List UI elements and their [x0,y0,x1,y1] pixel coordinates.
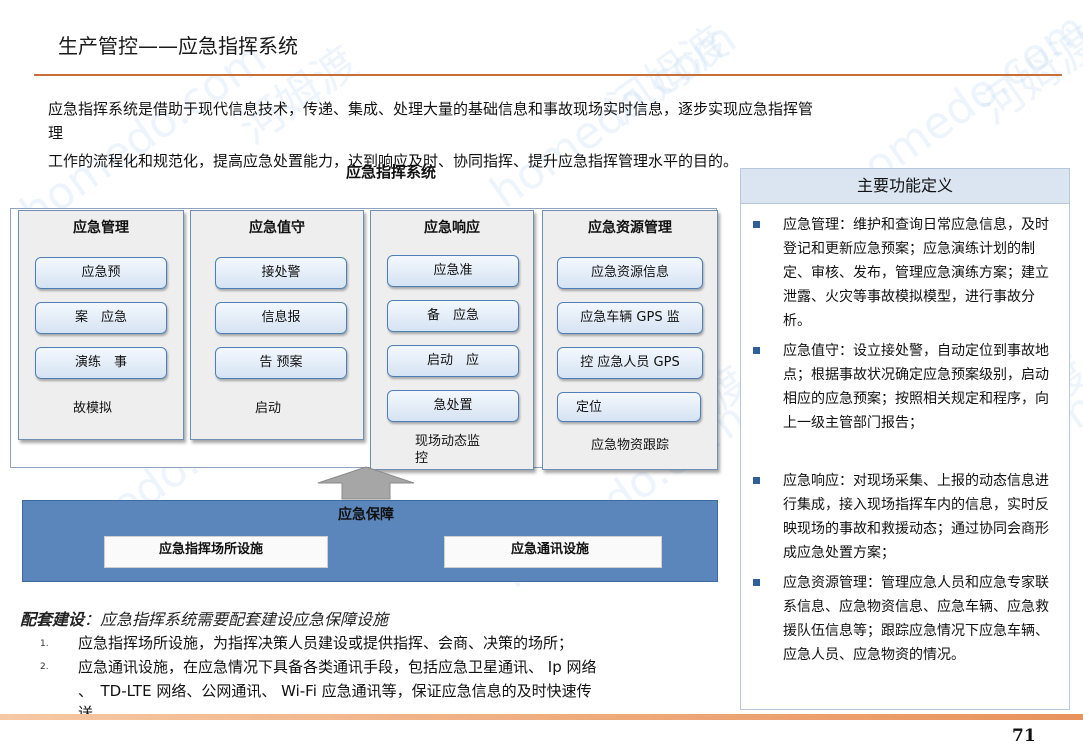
support-heading-bold: 配套建设 [20,610,85,629]
module-box: 应急预 [35,257,167,289]
module-box: 接处警 [215,257,347,289]
function-item: 应急响应：对现场采集、上报的动态信息进行集成，接入现场指挥车内的信息，实时反映现… [753,469,1059,565]
guarantee-item-box: 应急通讯设施 [444,536,662,568]
module-box: 信息报 [215,302,347,334]
intro-line: 工作的流程化和规范化，提高应急处置能力，达到响应及时、协同指挥、提升应急指挥管理… [48,152,739,170]
point-number: 1. [40,639,49,649]
support-point-line: 应急指挥场所设施，为指挥决策人员建设或提供指挥、会商、决策的场所； [78,634,574,652]
guarantee-title: 应急保障 [338,507,394,523]
page-title: 生产管控——应急指挥系统 [58,34,298,58]
function-text: 应急值守：设立接处警，自动定位到事故地点；根据事故状况确定应急预案级别，启动相应… [783,343,1049,431]
module-box: 应急准 [387,255,519,287]
function-item: 应急资源管理：管理应急人员和应急专家联系信息、应急物资信息、应急车辆、应急救援队… [753,571,1059,667]
support-point-line: 、 TD-LTE 网络、公网通讯、 Wi-Fi 应急通讯等，保证应急信息的及时快… [78,682,592,700]
bullet-square-icon [753,347,760,354]
footer-band [0,714,1083,720]
module-continuation: 现场动态监控 [415,434,481,466]
column-header: 应急资源管理 [588,220,672,236]
module-box: 备 应急 [387,300,519,332]
intro-line: 理 [48,124,64,142]
column-header: 应急管理 [73,220,129,236]
column-header: 应急响应 [424,220,480,236]
point-number: 2. [40,662,49,672]
module-box: 案 应急 [35,302,167,334]
functions-panel: 主要功能定义 应急管理：维护和查询日常应急信息，及时登记和更新应急预案；应急演练… [740,168,1070,710]
guarantee-item-box: 应急指挥场所设施 [104,536,328,568]
intro-line: 应急指挥系统是借助于现代信息技术，传递、集成、处理大量的基础信息和事故现场实时信… [48,100,814,118]
functions-header: 主要功能定义 [741,169,1069,204]
column-emergency-management: 应急管理 应急预 案 应急 演练 事 故模拟 [18,210,184,440]
module-box: 告 预案 [215,347,347,379]
function-text: 应急资源管理：管理应急人员和应急专家联系信息、应急物资信息、应急车辆、应急救援队… [783,575,1049,663]
module-box: 启动 应 [387,345,519,377]
module-continuation: 启动 [255,401,282,416]
function-item: 应急值守：设立接处警，自动定位到事故地点；根据事故状况确定应急预案级别，启动相应… [753,339,1059,435]
module-continuation: 应急物资跟踪 [591,438,670,453]
module-continuation: 故模拟 [73,401,113,416]
module-box: 演练 事 [35,347,167,379]
bullet-square-icon [753,477,760,484]
column-emergency-duty: 应急值守 接处警 信息报 告 预案 启动 [190,210,364,440]
title-divider [34,74,1062,76]
column-emergency-response: 应急响应 应急准 备 应急 启动 应 急处置 现场动态监控 [370,210,534,470]
column-emergency-resources: 应急资源管理 应急资源信息 应急车辆 GPS 监 控 应急人员 GPS 定位 应… [542,210,718,470]
page-number: 71 [1012,726,1036,746]
function-text: 应急管理：维护和查询日常应急信息，及时登记和更新应急预案；应急演练计划的制定、审… [783,217,1049,329]
support-heading: 配套建设：应急指挥系统需要配套建设应急保障设施 [20,606,388,630]
module-box: 应急资源信息 [557,257,703,289]
up-arrow-icon [317,466,415,500]
bullet-square-icon [753,579,760,586]
module-box: 急处置 [387,390,519,422]
module-box: 定位 [557,392,701,422]
module-box: 应急车辆 GPS 监 [557,302,703,334]
support-point-line: 送。 [78,704,109,722]
function-text: 应急响应：对现场采集、上报的动态信息进行集成，接入现场指挥车内的信息，实时反映现… [783,473,1049,561]
column-header: 应急值守 [249,220,305,236]
module-box: 控 应急人员 GPS [557,347,703,379]
support-heading-text: ：应急指挥系统需要配套建设应急保障设施 [84,610,389,629]
support-point-line: 应急通讯设施，在应急情况下具备各类通讯手段，包括应急卫星通讯、 Ip 网络 [78,658,597,676]
bullet-square-icon [753,221,760,228]
system-title: 应急指挥系统 [346,163,437,181]
guarantee-item-label: 应急通讯设施 [511,542,590,557]
watermark: 河姆渡 [969,16,1083,135]
guarantee-item-label: 应急指挥场所设施 [159,542,264,557]
function-item: 应急管理：维护和查询日常应急信息，及时登记和更新应急预案；应急演练计划的制定、审… [753,213,1059,333]
